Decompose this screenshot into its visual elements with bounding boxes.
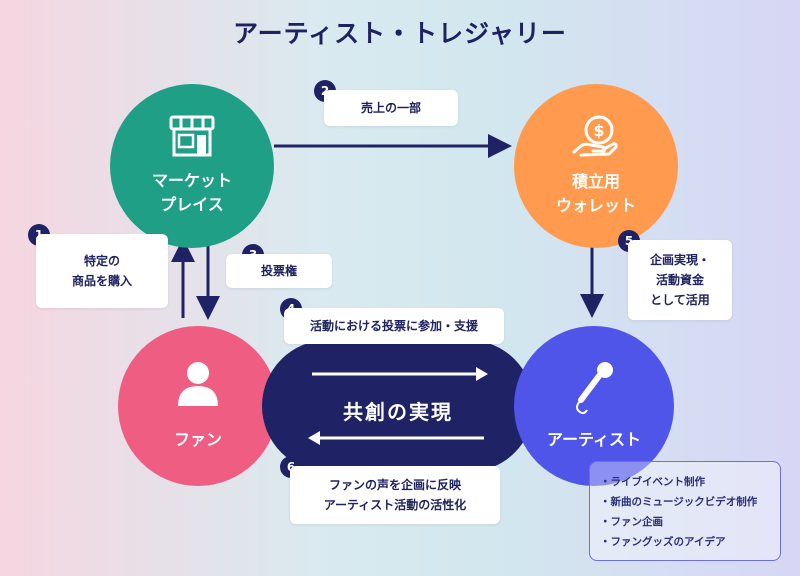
person-icon (175, 360, 221, 410)
step-box-1: 特定の 商品を購入 (36, 234, 168, 308)
co-creation-label: 共創の実現 (343, 400, 453, 424)
fan-node: ファン (118, 326, 278, 486)
step-box-5: 企画実現・ 活動資金 として活用 (628, 240, 732, 320)
storefront-icon (169, 115, 215, 161)
marketplace-label-2: プレイス (160, 195, 224, 214)
wallet-node: $ 積立用 ウォレット (514, 84, 678, 248)
wallet-label-1: 積立用 (571, 172, 620, 191)
step-5-line3: として活用 (650, 293, 710, 307)
co-creation-pill (262, 340, 534, 472)
step-2-line1: 売上の一部 (360, 101, 421, 115)
page-title: アーティスト・トレジャリー (233, 19, 567, 48)
wallet-label-2: ウォレット (555, 196, 636, 215)
coin-in-hand-icon: $ (571, 114, 621, 162)
step-6-line1: ファンの声を企画に反映 (328, 478, 461, 492)
project-examples-list: ・ライブイベント制作 ・新曲のミュージックビデオ制作 ・ファン企画 ・ファングッ… (589, 461, 781, 561)
marketplace-label-1: マーケット (151, 171, 232, 190)
step-5-line2: 活動資金 (655, 273, 704, 287)
step-box-2: 売上の一部 (324, 90, 458, 126)
step-1-line1: 特定の (83, 254, 120, 268)
step-4-line1: 活動における投票に参加・支援 (309, 319, 478, 333)
step-1-line2: 商品を購入 (71, 274, 132, 288)
svg-text:$: $ (593, 121, 604, 140)
microphone-icon (571, 360, 617, 420)
step-box-6: ファンの声を企画に反映 アーティスト活動の活性化 (290, 466, 500, 524)
step-box-4: 活動における投票に参加・支援 (284, 308, 504, 344)
artist-label: アーティスト (546, 430, 642, 449)
list-item: ・ファングッズのアイデア (600, 536, 726, 548)
marketplace-node: マーケット プレイス (110, 84, 274, 248)
list-item: ・新曲のミュージックビデオ制作 (600, 496, 758, 508)
step-5-line1: 企画実現・ (649, 253, 710, 267)
step-3-line1: 投票権 (260, 264, 297, 278)
step-6-line2: アーティスト活動の活性化 (323, 498, 467, 512)
step-box-3: 投票権 (226, 254, 332, 288)
artist-node: アーティスト (514, 326, 674, 486)
list-item: ・ファン企画 (600, 516, 663, 528)
list-item: ・ライブイベント制作 (600, 476, 705, 488)
fan-label: ファン (173, 430, 222, 449)
